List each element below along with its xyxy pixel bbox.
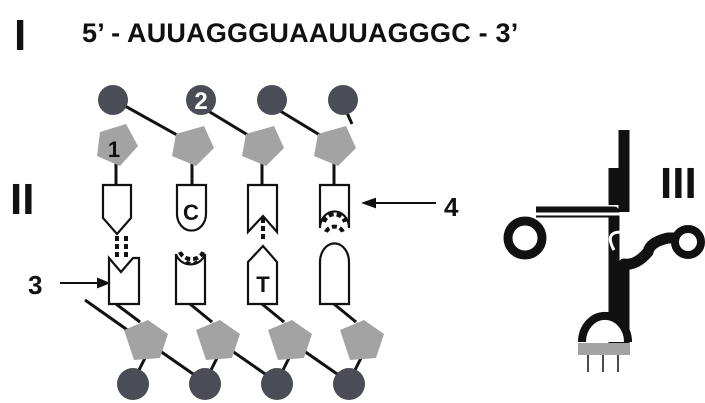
- arrow-label-three: 3: [28, 270, 43, 300]
- bottom-sugars: [124, 320, 384, 360]
- arrow-four-head: [361, 197, 376, 209]
- sugar-pentagon: [268, 320, 312, 360]
- base-bottom-3: [246, 244, 279, 306]
- top-sugars: [97, 124, 356, 166]
- phosphate-circle: [261, 368, 293, 400]
- base-bottom-1: [107, 255, 141, 306]
- phosphate-circle: [257, 85, 287, 115]
- hydrogen-bonds: [115, 212, 347, 267]
- trna-anticodon-loop: [578, 311, 632, 343]
- trna-d-loop: [503, 216, 547, 260]
- sugar-pentagon: [97, 124, 138, 166]
- roman-numeral-three: III: [660, 159, 697, 208]
- base-bottom-4: [318, 242, 351, 306]
- sugar-pentagon: [196, 320, 240, 360]
- arrow-label-four: 4: [444, 192, 459, 222]
- top-bases: [101, 183, 351, 236]
- trna-anticodon-ticks: [587, 355, 619, 372]
- bottom-bases: [107, 242, 351, 306]
- rna-sequence: 5’ - AUUAGGGUAAUUAGGGC - 3’: [82, 18, 519, 48]
- roman-numeral-two: II: [10, 175, 35, 224]
- phosphate-circle: [333, 368, 365, 400]
- sugar-pentagon: [242, 126, 284, 166]
- base-top-2: [175, 183, 208, 232]
- trna-anticodon: [578, 343, 630, 355]
- base-top-4: [318, 183, 351, 229]
- top-phosphates: [98, 85, 358, 115]
- sugar-pentagon: [340, 320, 384, 360]
- base-top-3: [246, 183, 279, 235]
- trna-cloverleaf: [503, 130, 705, 372]
- phosphate-circle: [186, 85, 216, 115]
- sugar-label: 1: [108, 137, 120, 162]
- trna-inner-line: [536, 212, 622, 251]
- phosphate-circle: [98, 85, 128, 115]
- phosphate-circle: [189, 368, 221, 400]
- phosphate-label: 2: [194, 88, 207, 115]
- base-c-label: C: [183, 200, 199, 225]
- trna-outline-right: [618, 232, 684, 345]
- pointer-arrows: [60, 197, 436, 289]
- sugar-pentagon: [172, 126, 214, 166]
- base-bottom-2: [174, 253, 207, 306]
- phosphate-circle: [117, 368, 149, 400]
- arrow-three-head: [97, 277, 111, 289]
- bottom-phosphates: [117, 368, 365, 400]
- sugar-pentagon: [124, 320, 168, 360]
- sugar-pentagon: [314, 126, 356, 166]
- base-top-1: [101, 183, 133, 236]
- base-t-label: T: [256, 272, 270, 297]
- roman-numeral-one: I: [14, 11, 27, 60]
- trna-outline-left: [536, 206, 620, 345]
- trna-t-loop: [671, 225, 705, 259]
- phosphate-circle: [328, 85, 358, 115]
